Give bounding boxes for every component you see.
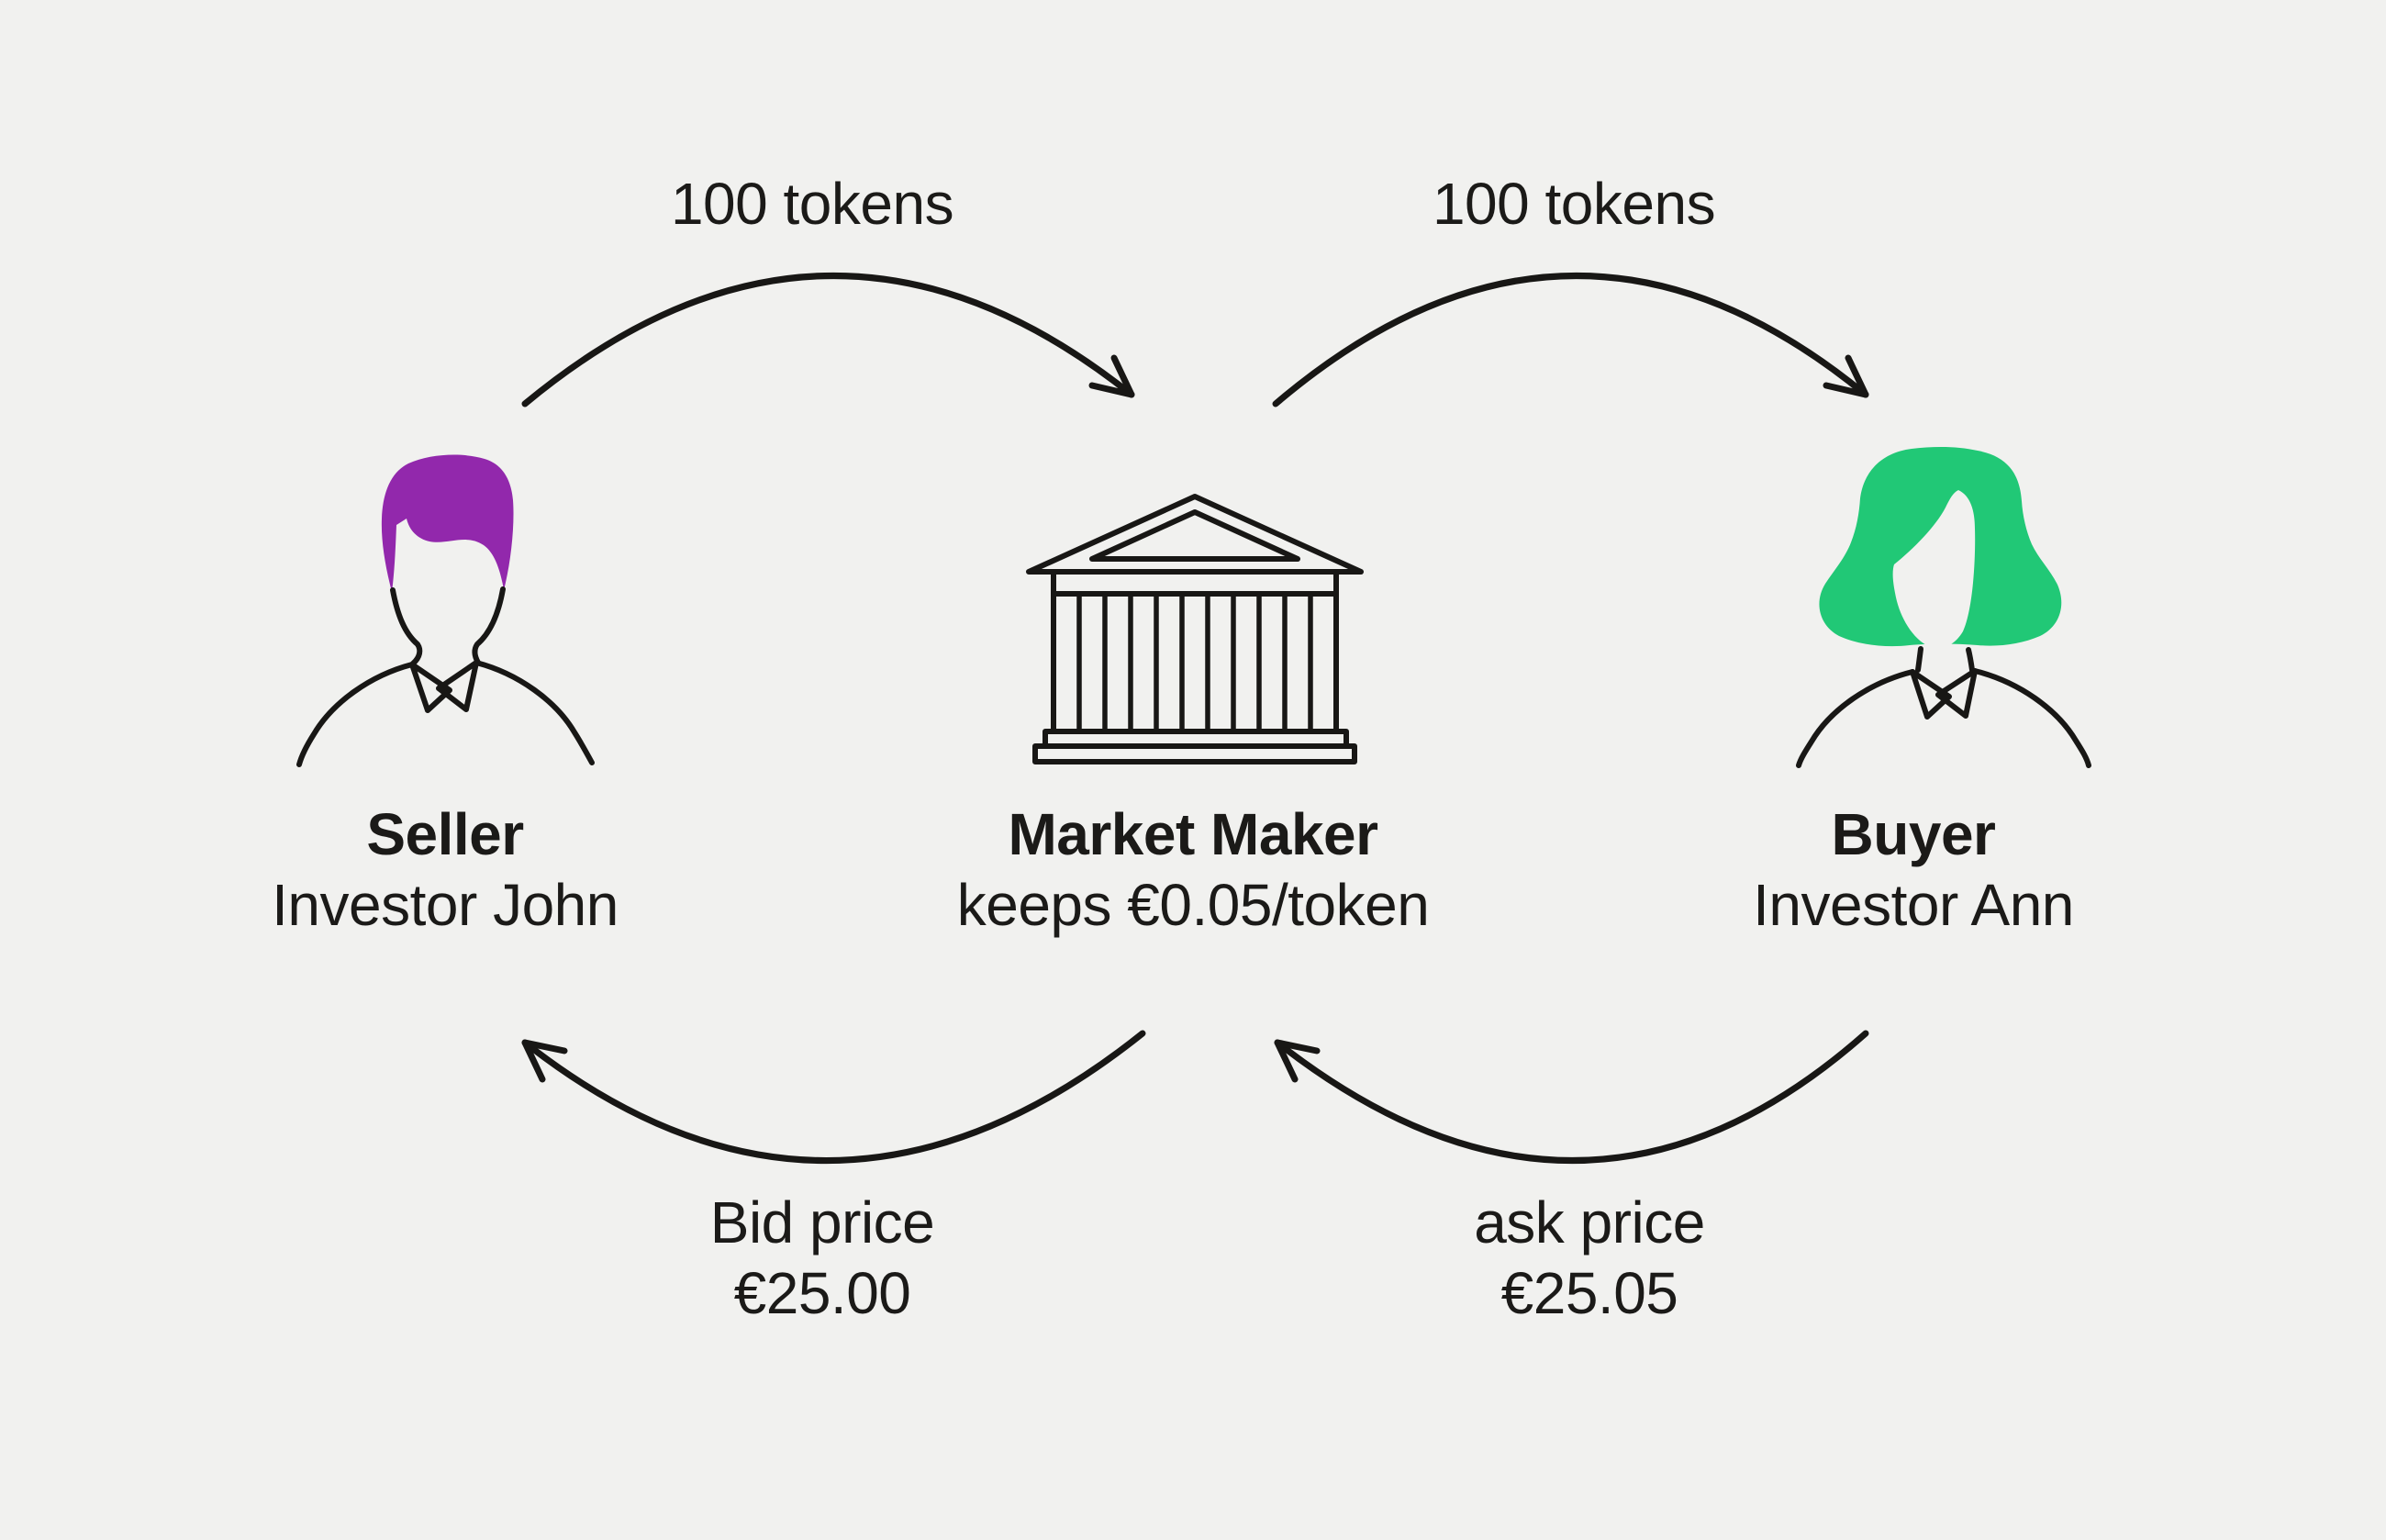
seller-hair xyxy=(381,454,514,592)
buyer-avatar-icon xyxy=(1796,446,2091,768)
bid-price-value: €25.00 xyxy=(733,1260,911,1326)
seller-detail: Investor John xyxy=(272,872,619,938)
seller-avatar-icon xyxy=(296,454,595,767)
label-tokens-right: 100 tokens xyxy=(1432,171,1716,237)
seller-caption: Seller Investor John xyxy=(272,799,619,941)
bank-columns xyxy=(1076,594,1313,731)
label-tokens-left: 100 tokens xyxy=(670,171,954,237)
bank-icon xyxy=(1026,494,1364,764)
arrow-marketmaker-to-buyer xyxy=(1272,273,1869,407)
bid-price-label: Bid price xyxy=(709,1189,935,1255)
ask-price-caption: ask price €25.05 xyxy=(1474,1188,1705,1329)
market-maker-caption: Market Maker keeps €0.05/token xyxy=(957,799,1430,941)
arrow-buyer-to-marketmaker xyxy=(1274,1030,1869,1164)
buyer-face xyxy=(1892,490,1976,649)
buyer-caption: Buyer Investor Ann xyxy=(1753,799,2074,941)
market-maker-detail: keeps €0.05/token xyxy=(956,872,1430,938)
buyer-role: Buyer xyxy=(1831,801,1996,867)
arrow-seller-to-marketmaker xyxy=(521,272,1135,407)
bid-price-caption: Bid price €25.00 xyxy=(710,1188,935,1329)
seller-role: Seller xyxy=(366,801,524,867)
ask-price-label: ask price xyxy=(1474,1189,1705,1255)
ask-price-value: €25.05 xyxy=(1500,1260,1678,1326)
arrow-marketmaker-to-seller xyxy=(521,1030,1146,1165)
market-maker-role: Market Maker xyxy=(1008,801,1378,867)
buyer-detail: Investor Ann xyxy=(1753,872,2074,938)
